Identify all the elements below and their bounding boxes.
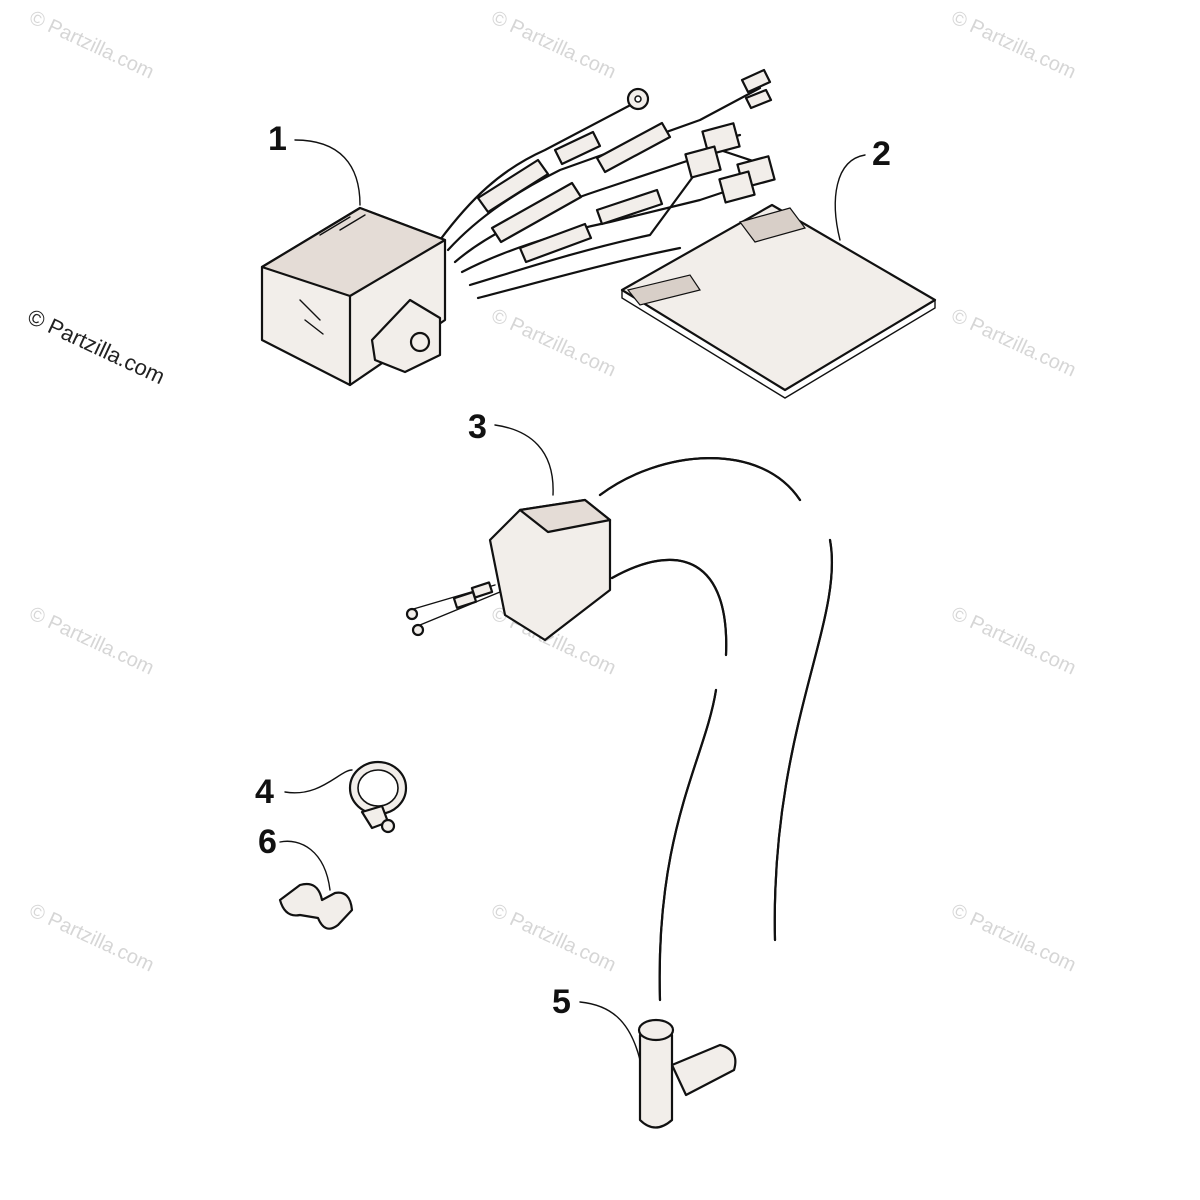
leader-lines [279,139,866,1061]
part-6-clip[interactable] [278,882,354,930]
watermark: © Partzilla.com [488,305,619,382]
watermark: © Partzilla.com [26,900,157,977]
watermark: © Partzilla.com [948,603,1079,680]
part-1-cdi-module[interactable] [260,68,776,387]
watermark: © Partzilla.com [948,900,1079,977]
callout-1: 1 [268,120,287,158]
callout-6: 6 [258,823,277,861]
watermark: © Partzilla.com [488,900,619,977]
watermark: © Partzilla.com [948,7,1079,84]
callout-4: 4 [255,773,274,811]
callout-5: 5 [552,983,571,1021]
callout-2: 2 [872,135,891,173]
part-3-ignition-coil[interactable] [405,457,834,1002]
part-4-clamp[interactable] [348,760,408,834]
callout-labels: 1 2 3 4 6 5 [255,120,891,1021]
watermark: © Partzilla.com [488,7,619,84]
watermark: © Partzilla.com [26,7,157,84]
watermark-layer: © Partzilla.com © Partzilla.com © Partzi… [24,7,1079,977]
watermark: © Partzilla.com [948,305,1079,382]
part-2-pad[interactable] [620,203,937,399]
part-5-spark-plug-cap[interactable] [637,1018,737,1129]
side-watermark: © Partzilla.com [24,304,169,389]
watermark: © Partzilla.com [26,603,157,680]
callout-3: 3 [468,408,487,446]
